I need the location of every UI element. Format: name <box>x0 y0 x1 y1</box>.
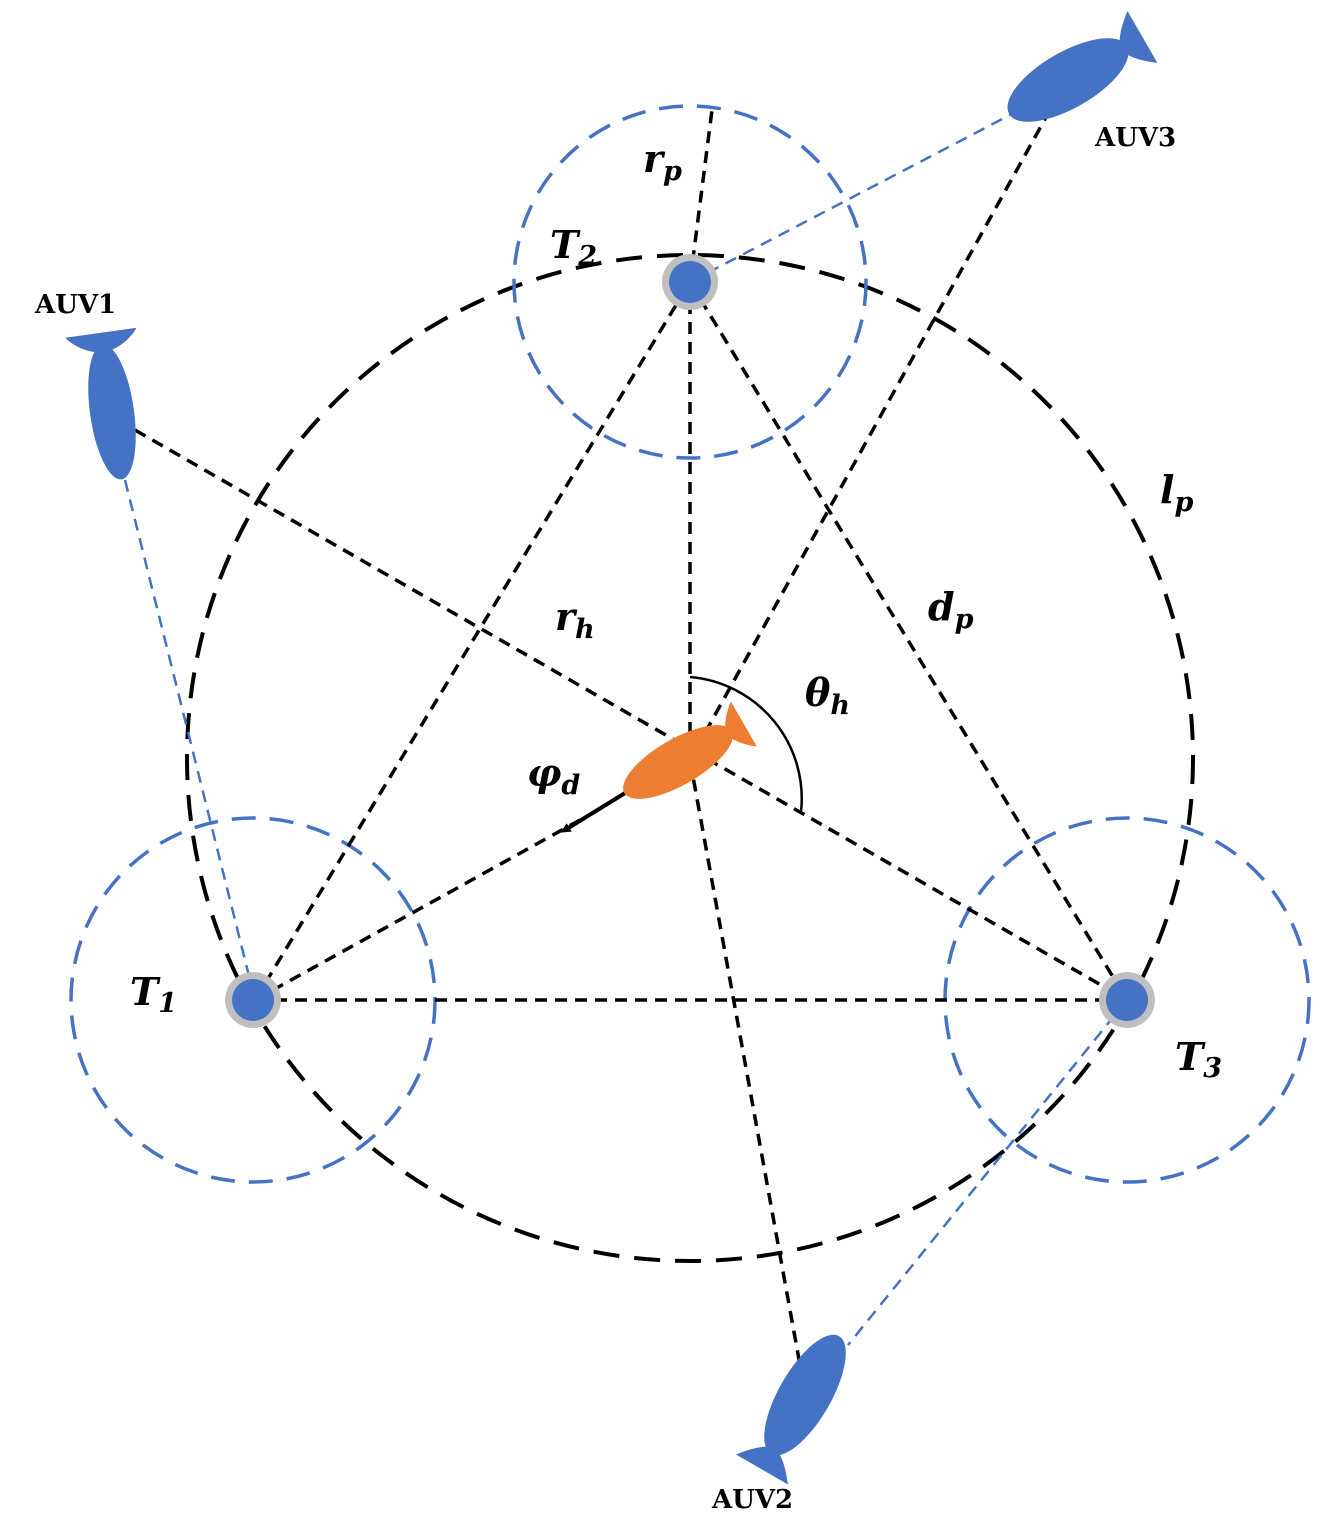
label-t3: T3 <box>1175 1034 1222 1084</box>
label-t1: T1 <box>130 969 177 1019</box>
line-auv3-t2 <box>689 113 1011 284</box>
heading-arrow <box>560 788 632 833</box>
line-t1-t2 <box>253 281 692 1001</box>
evader-icon <box>623 701 757 799</box>
auv2-icon <box>736 1334 846 1485</box>
target-t3 <box>1099 972 1155 1028</box>
line-t2-t3 <box>688 281 1129 1001</box>
theta-arc <box>689 675 803 813</box>
line-auv1-t1 <box>123 479 257 1001</box>
label-phi-d: φd <box>527 750 580 801</box>
label-t2: T2 <box>550 222 597 272</box>
label-rh: rh <box>555 594 595 645</box>
lp-circle <box>185 253 1195 1263</box>
line-auv2-evader <box>688 759 802 1366</box>
line-auv2-t3 <box>847 999 1128 1346</box>
label-lp: lp <box>1160 467 1193 518</box>
line-rp <box>688 109 714 283</box>
label-auv3: AUV3 <box>1094 123 1176 153</box>
label-auv2: AUV2 <box>711 1485 793 1515</box>
blue-dashed-lines <box>123 113 1128 1346</box>
black-dashed-lines <box>134 109 1129 1366</box>
target-t1 <box>225 972 281 1028</box>
protect-circle-t2 <box>512 104 868 460</box>
auv1-icon <box>65 327 137 480</box>
line-auv3-evader <box>688 109 1052 761</box>
label-theta-h: θh <box>805 670 850 721</box>
label-rp: rp <box>643 136 682 187</box>
label-auv1: AUV1 <box>34 290 116 320</box>
line-auv1-t3 <box>134 428 1128 1002</box>
auv3-icon <box>1007 11 1158 122</box>
line-t1-evader <box>254 818 581 1002</box>
target-t2 <box>662 254 718 310</box>
label-dp: dp <box>928 584 974 635</box>
